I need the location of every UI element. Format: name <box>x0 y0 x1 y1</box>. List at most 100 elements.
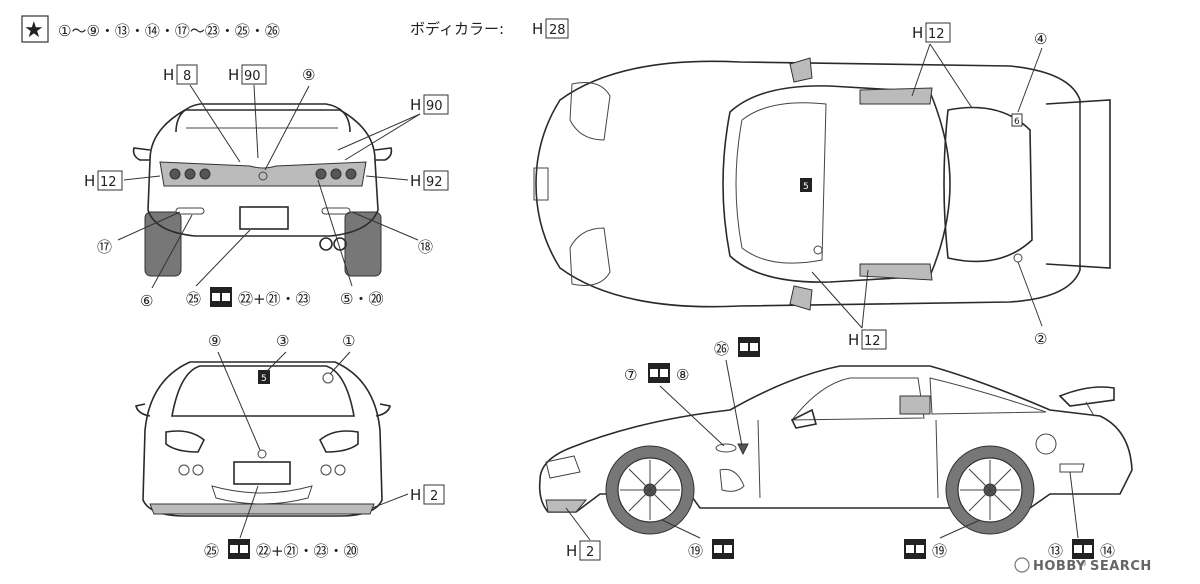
side-front-window <box>790 377 925 421</box>
rear-left-tire <box>144 211 182 277</box>
side-h2-code: 2 <box>586 545 594 560</box>
front-left-headlight <box>165 430 205 453</box>
front-body-outline <box>142 361 383 517</box>
rear-view: H 8 H 90 ⑨ H 90 H 12 H 92 ⑰ ⑱ ⑥ ㉕ ㉒+㉑・㉓ … <box>84 64 449 310</box>
body-color-code-box <box>545 18 569 39</box>
top-h12-bottom-prefix: H <box>848 331 859 349</box>
rear-h92-box <box>423 170 449 191</box>
rear-leader-18 <box>351 211 419 241</box>
rear-right-reflector <box>321 207 351 215</box>
side-rear-wheel <box>945 445 1035 535</box>
body-color-label: ボディカラー: <box>410 20 504 38</box>
rear-leader-h12 <box>123 175 161 181</box>
front-decal-1 <box>322 372 334 384</box>
rear-h12-prefix: H <box>84 172 95 190</box>
side-callout-13: ⑬ <box>1048 542 1063 560</box>
rear-tail-panel <box>159 161 367 187</box>
front-left-fog-1 <box>178 464 190 476</box>
side-nose-lamp <box>545 455 581 479</box>
top-leader-h12-bottom-a <box>811 271 863 329</box>
front-h2-box <box>423 484 445 505</box>
top-rear-wing <box>1045 99 1111 269</box>
top-leader-2 <box>1017 261 1043 327</box>
rear-leader-h8 <box>189 84 241 163</box>
top-nose-plate <box>533 167 549 201</box>
front-leader-h2 <box>371 493 409 509</box>
top-body-outline <box>535 60 1081 308</box>
rear-leader-h90b-b <box>344 113 421 161</box>
rear-leader-9 <box>264 85 310 171</box>
top-left-mirror <box>789 57 813 83</box>
top-leader-h12-bottom-b <box>861 269 869 329</box>
rear-callout-18: ⑱ <box>418 238 433 256</box>
top-leader-h12-b <box>929 43 973 109</box>
rear-right-lamp-2 <box>330 168 342 180</box>
front-left-mirror <box>135 403 151 417</box>
side-decal-marker-19b <box>904 539 926 559</box>
side-emblem <box>737 443 749 456</box>
top-left-headlight <box>569 82 611 141</box>
rear-h92-prefix: H <box>410 172 421 190</box>
front-license-plate <box>233 461 291 485</box>
top-decal-5 <box>800 178 812 192</box>
rear-leader-25 <box>195 229 251 287</box>
parts-list: ①〜⑨・⑬・⑭・⑰〜㉓・㉕・㉖ <box>58 22 280 40</box>
side-front-wheel <box>605 445 695 535</box>
side-h2-box <box>579 540 601 561</box>
top-leader-h12-a <box>911 43 931 97</box>
front-decal-5-label: 5 <box>261 374 267 384</box>
front-right-mirror <box>375 403 391 417</box>
side-callout-26: ㉖ <box>714 340 729 358</box>
front-callout-1: ① <box>342 332 355 350</box>
top-windshield <box>735 102 827 264</box>
side-leader-19b <box>939 519 981 539</box>
side-front-lip <box>545 499 588 513</box>
rear-decal-marker <box>210 287 232 307</box>
top-h12-top-prefix: H <box>912 24 923 42</box>
rear-callout-25: ㉕ <box>186 290 201 308</box>
top-decal-5-label: 5 <box>803 182 809 192</box>
rear-h90b-box <box>423 94 449 115</box>
side-rear-reflector <box>1059 463 1085 473</box>
front-emblem <box>257 449 267 459</box>
side-leader-19a <box>661 519 701 539</box>
top-view: 5 6 H 12 ④ ② H 12 <box>533 22 1111 350</box>
rear-h90a-box <box>241 64 267 85</box>
top-right-mirror <box>789 285 813 311</box>
rear-h90b-code: 90 <box>426 99 443 114</box>
body-color-code: 28 <box>549 23 566 38</box>
rear-license-plate <box>239 206 289 230</box>
rear-left-reflector <box>175 207 205 215</box>
side-leader-h2 <box>565 507 591 541</box>
rear-emblem <box>258 171 268 181</box>
front-h2-prefix: H <box>410 486 421 504</box>
rear-h90a-code: 90 <box>244 69 261 84</box>
rear-h92-code: 92 <box>426 175 443 190</box>
front-leader-9 <box>217 351 261 451</box>
rear-h8-code: 8 <box>183 69 191 84</box>
rear-h90a-prefix: H <box>228 66 239 84</box>
side-door-front-line <box>757 419 761 499</box>
top-h12-top-code: 12 <box>928 27 945 42</box>
side-callout-14: ⑭ <box>1100 542 1115 560</box>
rear-left-lamp-1 <box>169 168 181 180</box>
rear-left-lamp-3 <box>199 168 211 180</box>
side-body-outline <box>538 365 1133 513</box>
front-right-headlight <box>319 430 359 453</box>
front-leader-3 <box>265 351 287 373</box>
rear-callout-5-20: ⑤・⑳ <box>340 290 383 308</box>
watermark-brand-suffix: SEARCH <box>1090 559 1152 574</box>
side-callout-19a: ⑲ <box>688 542 703 560</box>
rear-left-mirror <box>132 147 151 161</box>
rear-formula-22-21-23: ㉒+㉑・㉓ <box>238 290 311 308</box>
top-fuel-cap <box>813 245 823 255</box>
front-h2-code: 2 <box>430 489 438 504</box>
rear-exhaust-left <box>319 237 333 251</box>
front-right-fog-2 <box>334 464 346 476</box>
rear-right-tire <box>344 211 382 277</box>
watermark-brand-prefix: HOBBY <box>1033 559 1086 574</box>
top-rear-marker <box>1013 253 1023 263</box>
top-callout-4: ④ <box>1034 30 1047 48</box>
top-callout-2: ② <box>1034 330 1047 348</box>
